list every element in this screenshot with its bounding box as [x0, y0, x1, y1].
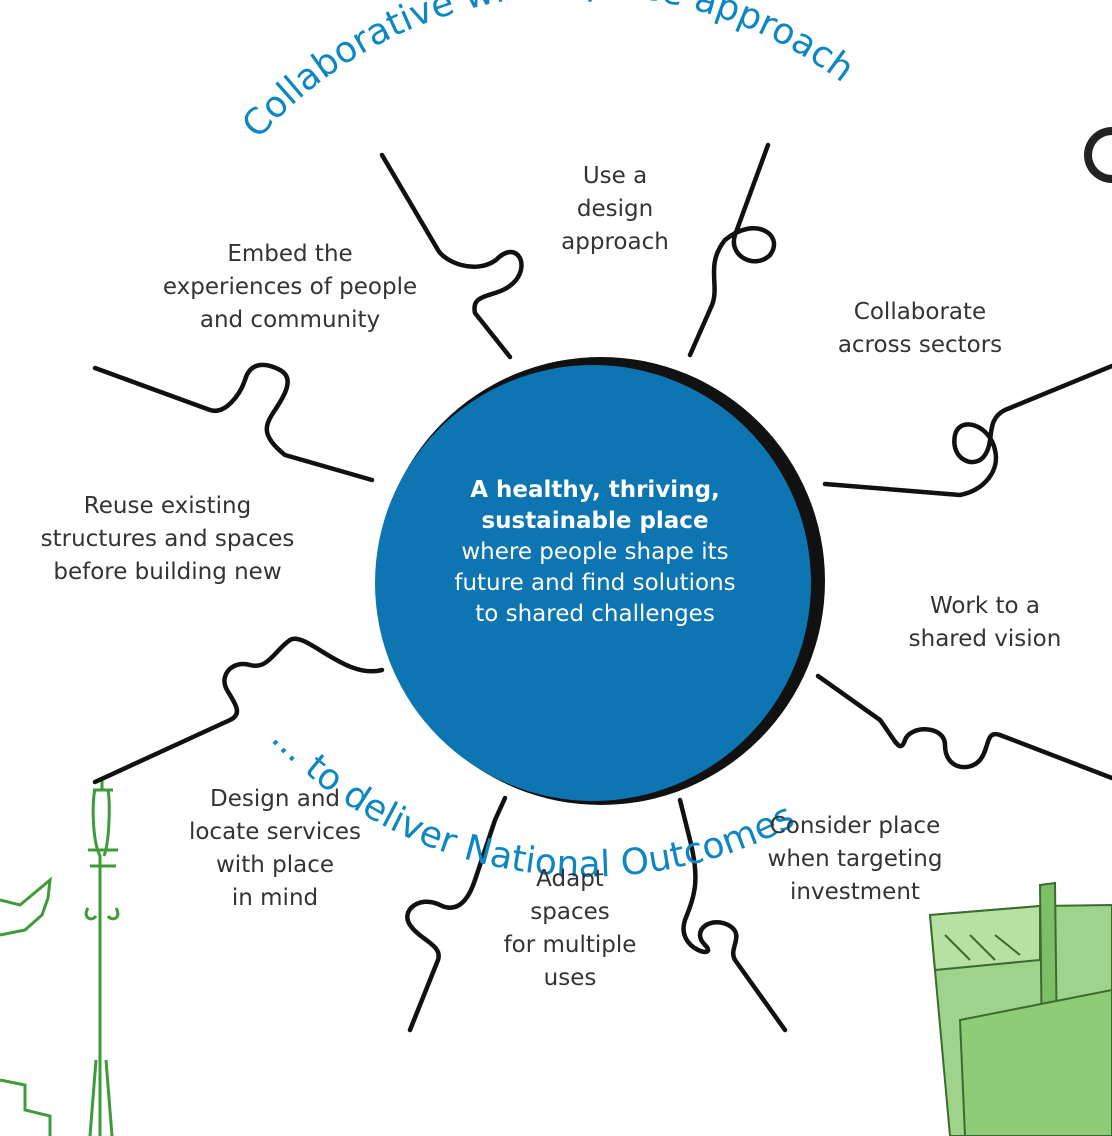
connector-top-left — [379, 152, 524, 360]
connector-bottom-left — [405, 795, 508, 1033]
principle-label-line: with place — [216, 852, 334, 878]
principle-label-line: Embed the — [227, 241, 353, 267]
principle-label-line: uses — [543, 965, 597, 991]
principle-label-line: Collaborate — [853, 299, 987, 325]
center-statement: A healthy, thriving, sustainable place whe… — [395, 475, 795, 630]
principle-label-line: Design and — [210, 786, 340, 812]
principle-label: Work to a shared vision — [870, 590, 1100, 656]
connector-bottom-right — [677, 797, 788, 1033]
principle-label-line: across sectors — [837, 332, 1003, 358]
top-arc-title: Collaborative whole-place approach — [234, 0, 861, 146]
puzzle-connectors — [92, 142, 1112, 1033]
principle-label: Consider place when targeting investment — [730, 810, 980, 909]
principle-label-line: design — [576, 196, 654, 222]
principle-label-line: shared vision — [908, 626, 1062, 652]
principle-label: Use a design approach — [540, 160, 690, 259]
illustration-structure — [928, 881, 1112, 1136]
connector-right-lower — [815, 673, 1112, 781]
principle-label-line: Consider place — [769, 813, 941, 839]
center-description-line: to shared challenges — [475, 601, 715, 627]
center-description-line: where people shape its — [461, 539, 729, 565]
principle-label-line: before building new — [53, 559, 282, 585]
principle-label-line: for multiple — [503, 932, 637, 958]
principle-label: Design and locate services with place in mi… — [155, 783, 395, 915]
principle-label-line: spaces — [530, 899, 610, 925]
center-circle — [375, 365, 811, 801]
principle-label-line: and community — [199, 307, 381, 333]
principle-label-line: approach — [561, 229, 669, 255]
illustration-figure — [0, 876, 52, 1136]
connector-left-upper — [92, 362, 375, 483]
principle-label-line: when targeting — [767, 846, 943, 872]
principle-label: Reuse existing structures and spaces befor… — [0, 490, 335, 589]
principle-label-line: Reuse existing — [83, 493, 252, 519]
illustration-logo-fragment — [1084, 127, 1112, 183]
principle-label-line: structures and spaces — [40, 526, 295, 552]
center-circle-group — [375, 357, 825, 805]
principle-label-line: in mind — [231, 885, 319, 911]
principle-label-line: Use a — [582, 163, 648, 189]
principle-label-line: locate services — [188, 819, 362, 845]
center-title-line: sustainable place — [481, 508, 709, 534]
principle-label-line: investment — [790, 879, 920, 905]
principle-label-line: Adapt — [536, 866, 604, 892]
principle-label-line: experiences of people — [162, 274, 418, 300]
connector-left-lower — [92, 636, 385, 785]
illustration-lamp-post — [84, 780, 120, 1136]
connector-top-right — [687, 142, 777, 358]
principle-label: Adapt spaces for multiple uses — [480, 863, 660, 995]
center-title-line: A healthy, thriving, — [470, 477, 720, 503]
principle-label: Collaborate across sectors — [800, 296, 1040, 362]
principle-label-line: Work to a — [929, 593, 1041, 619]
center-description-line: future and find solutions — [454, 570, 736, 596]
connector-right-upper — [822, 363, 1112, 498]
principle-label: Embed the experiences of people and commun… — [120, 238, 460, 337]
